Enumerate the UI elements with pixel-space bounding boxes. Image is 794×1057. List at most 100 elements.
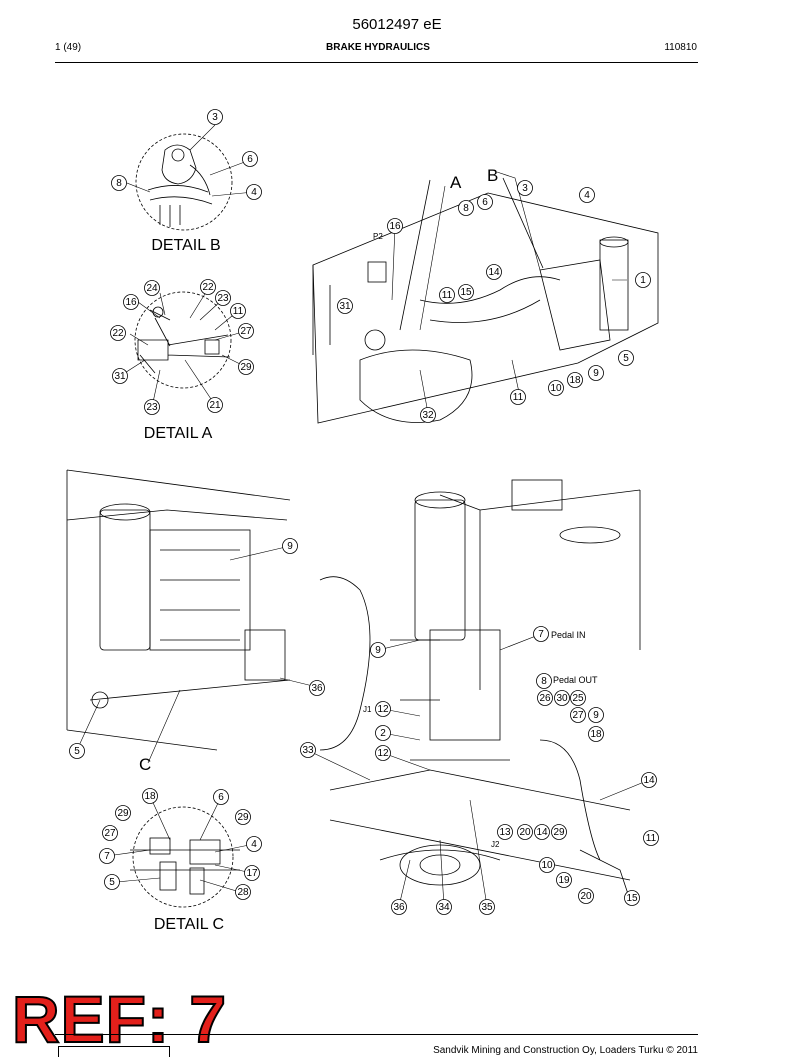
callout-circle [102, 825, 118, 841]
view-letter-b: B [487, 166, 498, 185]
callout-14: 14 [534, 824, 550, 840]
callout-number: 16 [389, 221, 401, 232]
callout-36: 36 [391, 899, 407, 915]
callout-number: 20 [580, 891, 592, 902]
view-letter-c: C [139, 755, 151, 774]
callout-circle [486, 264, 502, 280]
callout-14: 14 [641, 772, 657, 788]
callout-circle [215, 290, 231, 306]
callout-31: 31 [112, 368, 128, 384]
port-label-j2: J2 [491, 840, 500, 849]
callout-23: 23 [144, 399, 160, 415]
callout-number: 27 [240, 326, 252, 337]
callout-33: 33 [300, 742, 316, 758]
detail-a-view [134, 291, 232, 389]
callout-number: 23 [217, 293, 229, 304]
callout-circle [99, 848, 115, 864]
callout-circle [439, 287, 455, 303]
callout-29: 29 [238, 359, 254, 375]
callout-3: 3 [207, 109, 223, 125]
callout-circle [420, 407, 436, 423]
callout-circle [309, 680, 325, 696]
callout-circle [556, 872, 572, 888]
callout-11: 11 [510, 389, 526, 405]
callout-6: 6 [477, 194, 493, 210]
callout-circle [238, 323, 254, 339]
callout-circle [548, 380, 564, 396]
callout-number: 7 [538, 629, 544, 640]
callout-5: 5 [69, 743, 85, 759]
callout-circle [200, 279, 216, 295]
callout-circle [391, 899, 407, 915]
callout-circle [123, 294, 139, 310]
callout-circle [510, 389, 526, 405]
callout-number: 24 [146, 283, 158, 294]
callout-circle [578, 888, 594, 904]
callout-number: 11 [442, 290, 453, 301]
callout-number: 3 [522, 183, 528, 194]
callout-number: 18 [590, 729, 602, 740]
callout-29: 29 [235, 809, 251, 825]
callout-number: 31 [114, 371, 126, 382]
callout-27: 27 [102, 825, 118, 841]
callout-number: 18 [144, 791, 156, 802]
callout-number: 26 [539, 693, 551, 704]
callout-circle [110, 325, 126, 341]
callout-26: 26 [537, 690, 553, 706]
callout-circle [235, 884, 251, 900]
callout-number: 29 [237, 812, 249, 823]
callout-11: 11 [230, 303, 246, 319]
callout-circle [497, 824, 513, 840]
callout-29: 29 [551, 824, 567, 840]
callout-29: 29 [115, 805, 131, 821]
callout-4: 4 [246, 836, 262, 852]
callout-27: 27 [238, 323, 254, 339]
callout-27: 27 [570, 707, 586, 723]
callout-circle [479, 899, 495, 915]
callout-20: 20 [578, 888, 594, 904]
callout-18: 18 [567, 372, 583, 388]
callout-36: 36 [309, 680, 325, 696]
callout-number: 12 [377, 704, 389, 715]
callout-15: 15 [458, 284, 474, 300]
callout-circle [375, 745, 391, 761]
callout-circle [142, 788, 158, 804]
callout-number: 7 [104, 851, 110, 862]
callout-23: 23 [215, 290, 231, 306]
callout-number: 14 [488, 267, 500, 278]
callout-25: 25 [570, 690, 586, 706]
callout-circle [238, 359, 254, 375]
callout-7: 7 [99, 848, 115, 864]
callout-number: 10 [541, 860, 553, 871]
callout-circle [588, 726, 604, 742]
callout-9: 9 [588, 365, 604, 381]
callout-number: 11 [646, 833, 657, 844]
right-machine [319, 479, 641, 901]
callout-number: 36 [393, 902, 405, 913]
detail-c-label: DETAIL C [154, 916, 224, 933]
callout-number: 5 [74, 746, 80, 757]
callout-circle [458, 284, 474, 300]
callout-14: 14 [486, 264, 502, 280]
callout-number: 29 [240, 362, 252, 373]
callout-circle [534, 824, 550, 840]
callout-number: 6 [218, 792, 224, 803]
detail-c-view [130, 806, 240, 908]
callout-16: 16 [387, 218, 403, 234]
callout-number: 33 [302, 745, 314, 756]
callout-number: 10 [550, 383, 562, 394]
callout-5: 5 [104, 874, 120, 890]
callout-number: 19 [558, 875, 570, 886]
header-rule [55, 62, 698, 63]
callout-number: 20 [519, 827, 531, 838]
callout-30: 30 [554, 690, 570, 706]
callout-18: 18 [588, 726, 604, 742]
reference-watermark: REF: 7 [11, 982, 228, 1056]
callout-9: 9 [588, 707, 604, 723]
callout-circle [588, 707, 604, 723]
detail-b-view [135, 133, 233, 231]
pedal-in-label: Pedal IN [551, 630, 586, 640]
callout-15: 15 [624, 890, 640, 906]
callout-circle [115, 805, 131, 821]
